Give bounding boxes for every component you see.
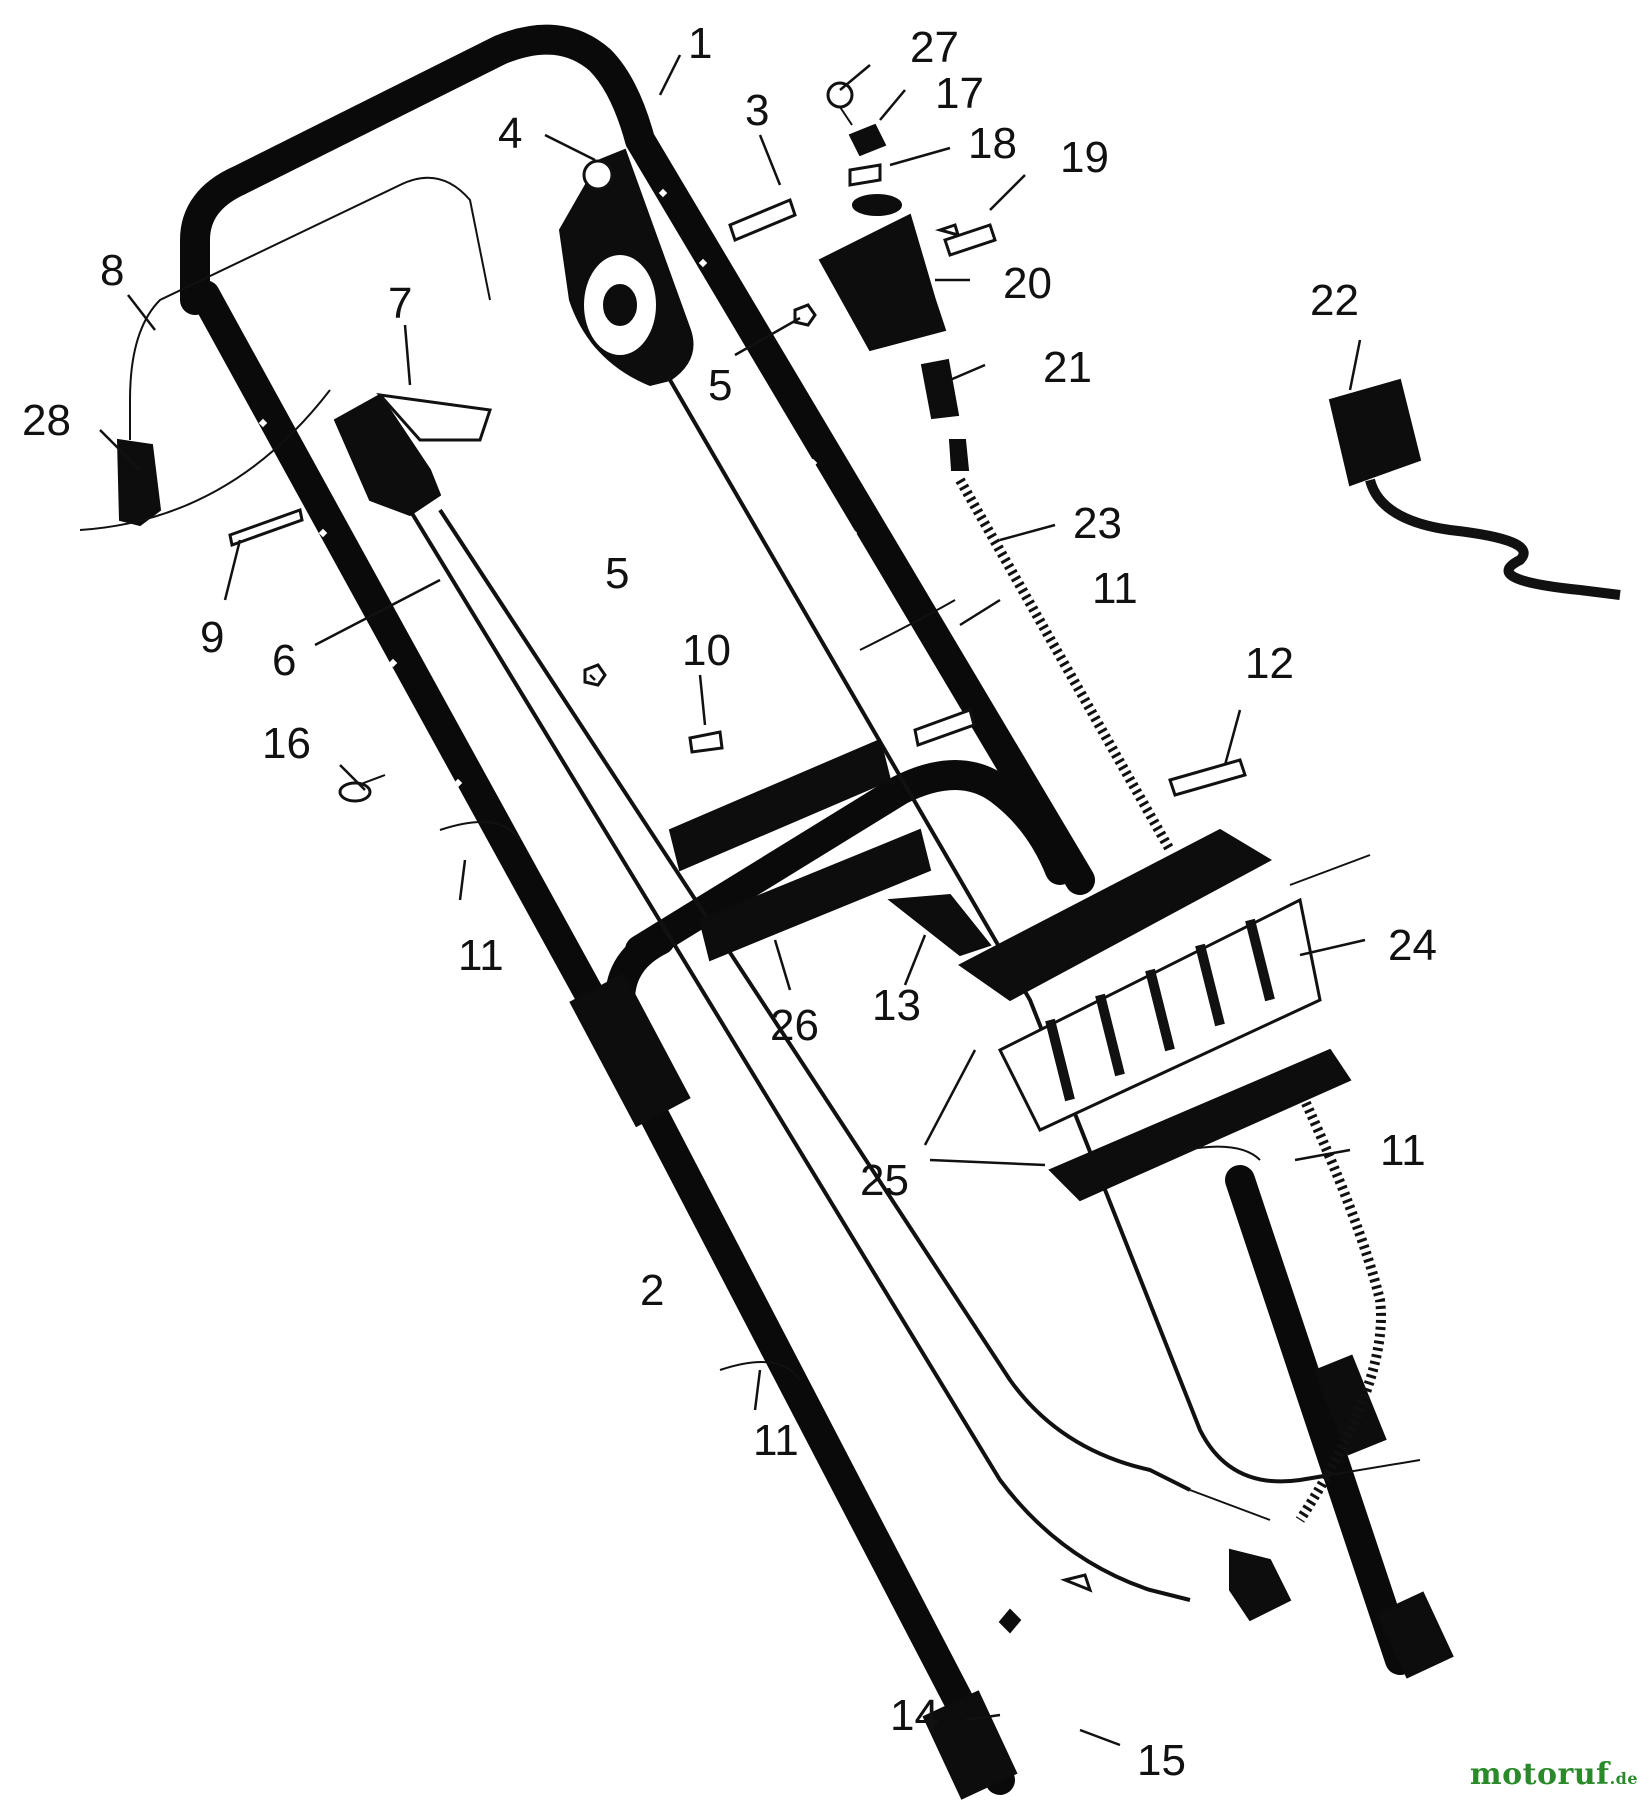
callout-1: 1: [688, 19, 712, 68]
callout-24: 24: [1388, 921, 1437, 970]
key-switch-assembly: [818, 81, 970, 471]
callout-10: 10: [682, 626, 731, 675]
operator-bail: [333, 392, 492, 517]
callout-25: 25: [860, 1156, 909, 1205]
callout-16: 16: [262, 719, 311, 768]
callout-11-right-upper: 11: [1092, 564, 1138, 613]
watermark-brand: motoruf: [1469, 1757, 1610, 1792]
callout-18: 18: [968, 119, 1017, 168]
callout-21: 21: [1043, 343, 1092, 392]
callout-5-middle: 5: [605, 549, 629, 598]
callout-2: 2: [640, 1266, 664, 1315]
callout-5-upper: 5: [708, 361, 732, 410]
battery-pack: [958, 828, 1371, 1202]
lower-handle: [569, 760, 1454, 1800]
callout-numbers: 1 2 3 4 5 5 6 7 8 9 10 11 11 11 11 12 13…: [22, 19, 1437, 1785]
callout-22: 22: [1310, 276, 1359, 325]
callout-11-bottom: 11: [753, 1416, 799, 1465]
callout-20: 20: [1003, 259, 1052, 308]
callout-6: 6: [272, 636, 296, 685]
callout-4: 4: [498, 109, 522, 158]
callout-11-left: 11: [458, 931, 504, 980]
battery-cover: [668, 738, 932, 962]
callout-7: 7: [388, 279, 412, 328]
callout-28: 28: [22, 396, 71, 445]
callout-15: 15: [1137, 1736, 1186, 1785]
callout-17: 17: [935, 69, 984, 118]
callout-11-right-lower: 11: [1380, 1126, 1426, 1175]
callout-27: 27: [910, 23, 959, 72]
battery-charger: [1328, 378, 1621, 600]
watermark-suffix: .de: [1609, 1769, 1638, 1788]
hardware: [228, 197, 1261, 1634]
callout-9: 9: [200, 613, 224, 662]
callout-19: 19: [1060, 133, 1109, 182]
callout-23: 23: [1073, 499, 1122, 548]
callout-14: 14: [890, 1691, 939, 1740]
callout-12: 12: [1245, 639, 1294, 688]
control-cables: [408, 378, 1421, 1602]
throttle-control: [558, 148, 694, 387]
power-cord: [955, 477, 1386, 1622]
starter-cable: [79, 176, 491, 531]
site-watermark: motoruf.de: [1470, 1757, 1638, 1792]
callout-26: 26: [770, 1001, 819, 1050]
callout-8: 8: [100, 246, 124, 295]
callout-13: 13: [872, 981, 921, 1030]
callout-3: 3: [745, 86, 769, 135]
leader-lines: [99, 54, 1366, 1747]
